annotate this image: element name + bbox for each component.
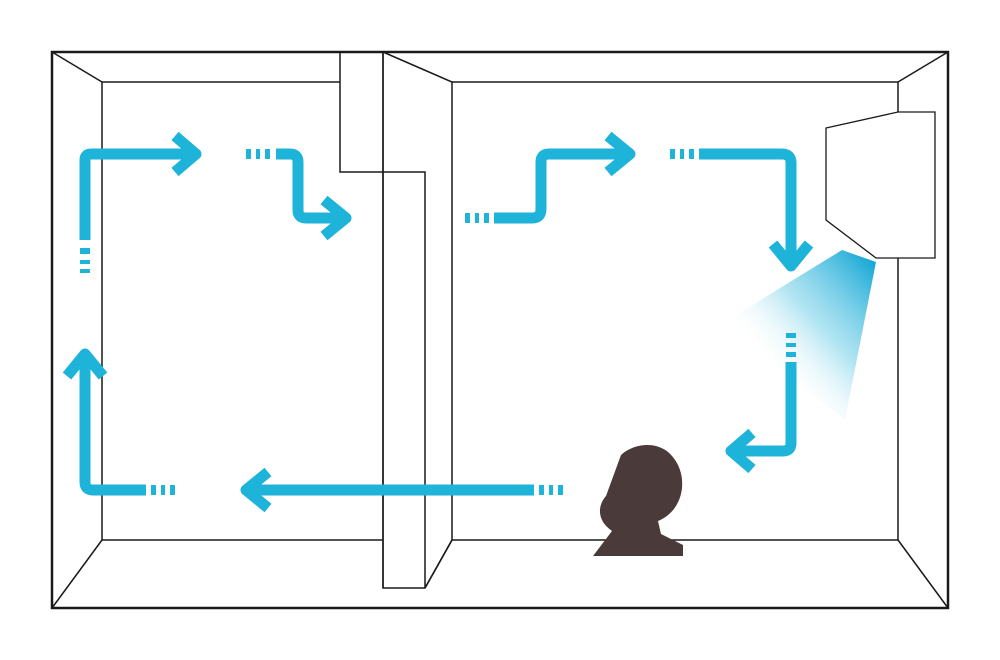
- arrowhead: [62, 348, 108, 380]
- airflow-arrow: [494, 148, 628, 224]
- air-conditioner: [825, 111, 936, 259]
- airflow-arrow: [699, 148, 797, 262]
- room-outline: [50, 50, 950, 610]
- airflow-arrow: [79, 356, 146, 496]
- arrowhead: [604, 131, 636, 177]
- arrowhead: [725, 428, 756, 474]
- arrowhead: [768, 240, 814, 272]
- arrowhead: [171, 131, 202, 177]
- cool-air-beam: [720, 250, 876, 420]
- airflow-arrow: [276, 148, 344, 224]
- partition-wall: [339, 50, 453, 589]
- room-outline-left: [51, 51, 383, 609]
- airflow-arrow: [79, 148, 193, 240]
- airflow-arrows: [62, 131, 814, 513]
- arrowhead: [240, 467, 272, 513]
- circulator-fan: [593, 445, 683, 556]
- airflow-arrow: [734, 362, 797, 457]
- arrowhead: [320, 195, 352, 241]
